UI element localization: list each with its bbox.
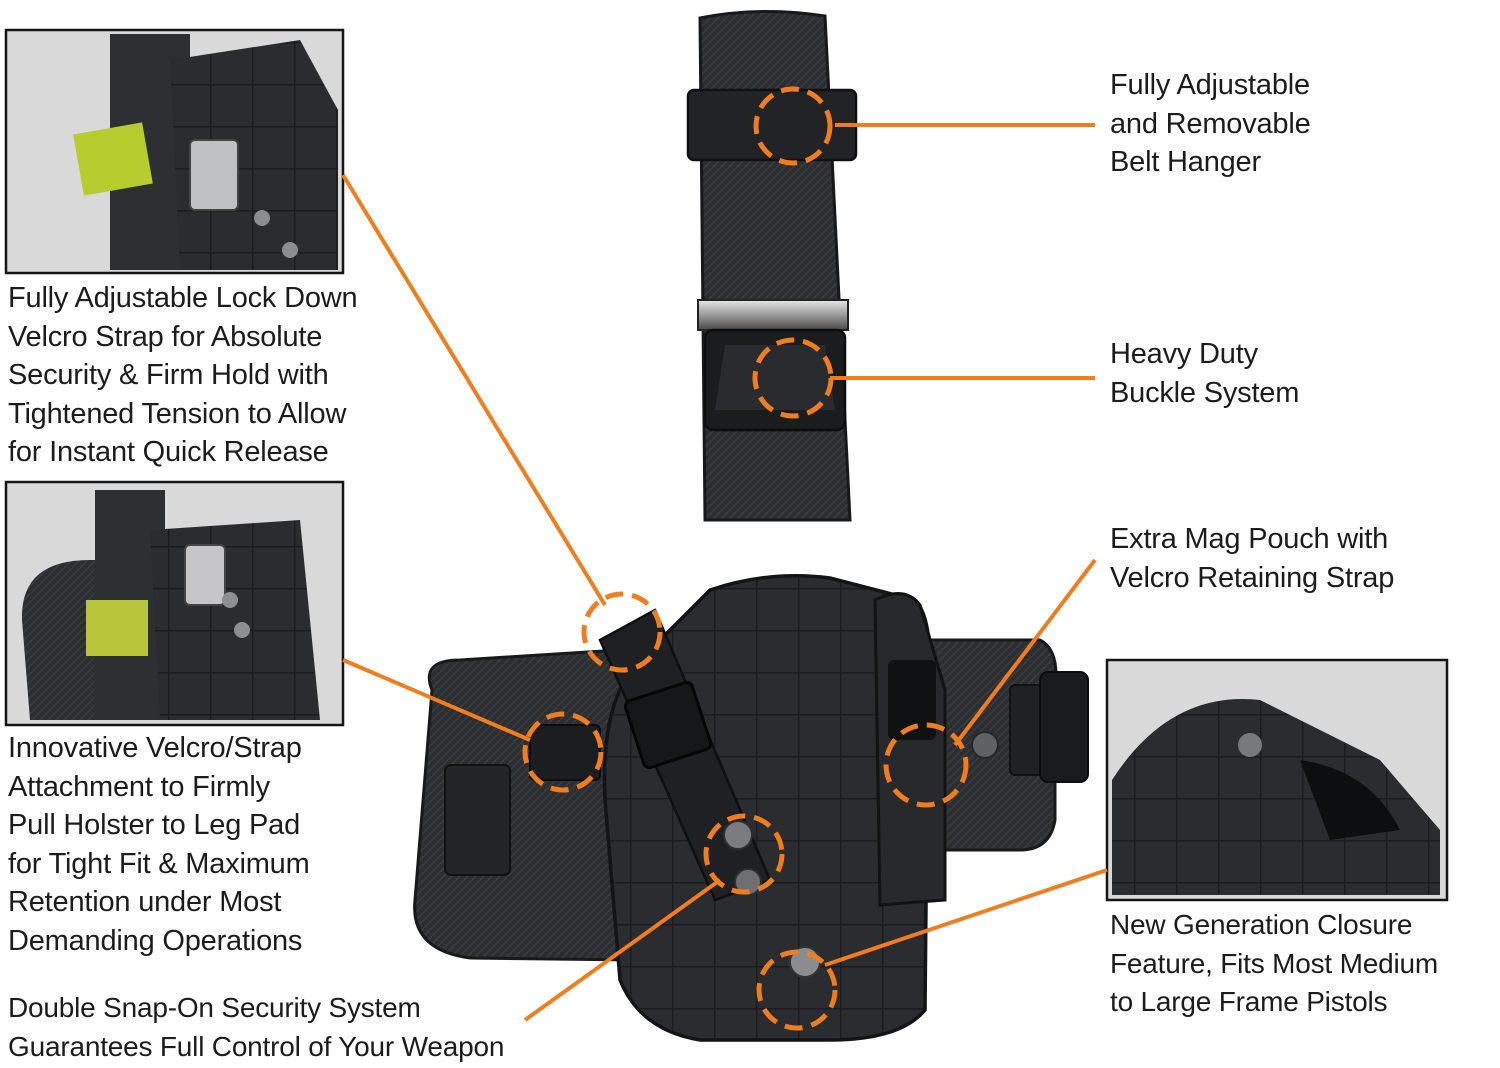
callout-line: New Generation Closure — [1110, 909, 1413, 940]
marker-buckle — [752, 337, 834, 419]
callout-closure: New Generation Closure Feature, Fits Mos… — [1110, 906, 1438, 1022]
callout-line: Buckle System — [1110, 376, 1300, 409]
snap-button-lower — [734, 868, 762, 896]
marker-belt-hanger — [753, 86, 833, 166]
callout-line: and Removable — [1110, 107, 1311, 140]
thumb-break-buckle — [623, 680, 713, 770]
holster-product — [413, 9, 1089, 1042]
inset-2-velcro-yellow — [86, 600, 148, 656]
inset-1-holster — [170, 40, 338, 270]
leader-double-snap — [523, 878, 722, 1022]
callout-buckle: Heavy Duty Buckle System — [1110, 335, 1299, 412]
belt-hanger-strap — [698, 9, 852, 522]
marker-lock-down-strap — [581, 591, 663, 673]
inset-3-snap — [1238, 733, 1262, 757]
marker-mag-pouch — [883, 722, 969, 808]
leader-velcro-attachment — [342, 658, 531, 742]
leg-strap-left — [444, 764, 511, 876]
snap-button-upper — [723, 820, 753, 850]
callout-velcro-attachment: Innovative Velcro/Strap Attachment to Fi… — [8, 729, 310, 960]
inset-1-buckle — [189, 139, 239, 211]
callout-line: Innovative Velcro/Strap — [8, 732, 302, 764]
buckle-prong — [715, 345, 835, 410]
inset-2-holster — [150, 520, 320, 720]
leader-mag-pouch — [953, 558, 1097, 747]
leader-lines — [341, 123, 1108, 1022]
callout-line: to Large Frame Pistols — [1110, 986, 1388, 1017]
callout-double-snap: Double Snap-On Security System Guarantee… — [8, 989, 504, 1066]
inset-3-holster — [1112, 699, 1440, 895]
inset-1-velcro-yellow — [73, 122, 153, 196]
callout-line: Attachment to Firmly — [8, 770, 270, 803]
callout-line: for Tight Fit & Maximum — [8, 847, 310, 880]
callout-line: Belt Hanger — [1110, 146, 1261, 178]
leg-strap-buckle — [1039, 671, 1089, 783]
inset-velcro-attachment-photo — [4, 480, 345, 727]
marker-double-snap — [703, 813, 785, 895]
inset-1-snap-2 — [282, 242, 298, 258]
inset-2-snap-2 — [234, 622, 250, 638]
callout-mag-pouch: Extra Mag Pouch with Velcro Retaining St… — [1110, 520, 1394, 597]
inset-closure-photo — [1105, 658, 1449, 902]
callout-line: Fully Adjustable — [1110, 69, 1310, 101]
inset-3-opening — [1300, 760, 1400, 840]
callout-line: Feature, Fits Most Medium — [1110, 947, 1438, 979]
marker-closure — [756, 949, 838, 1031]
inset-2-snap — [222, 592, 238, 608]
callout-belt-hanger: Fully Adjustable and Removable Belt Hang… — [1110, 66, 1311, 182]
callout-line: for Instant Quick Release — [8, 436, 329, 468]
callout-line: Velcro Strap for Absolute — [8, 320, 323, 353]
highlight-circles — [522, 86, 969, 1031]
buckle-top-plate — [697, 299, 849, 331]
callout-line: Fully Adjustable Lock Down — [8, 282, 358, 314]
callout-line: Guarantees Full Control of Your Weapon — [8, 1030, 505, 1062]
marker-velcro-attachment — [522, 711, 604, 793]
velcro-tab — [529, 724, 601, 781]
callout-line: Retention under Most — [8, 886, 282, 918]
callout-line: Heavy Duty — [1110, 338, 1258, 370]
leader-lock-down-strap — [341, 173, 607, 607]
callout-line: Tightened Tension to Allow — [8, 397, 347, 430]
callout-lock-down-strap: Fully Adjustable Lock Down Velcro Strap … — [8, 279, 358, 472]
callout-line: Pull Holster to Leg Pad — [8, 809, 301, 841]
leader-closure — [824, 868, 1108, 967]
callout-line: Security & Firm Hold with — [8, 359, 329, 391]
pouch-snap — [971, 731, 999, 759]
inset-lock-down-strap-photo — [4, 28, 345, 275]
callout-line: Double Snap-On Security System — [8, 992, 421, 1023]
inset-2-buckle — [184, 544, 226, 606]
callout-line: Demanding Operations — [8, 924, 303, 957]
inset-1-snap — [254, 210, 270, 226]
callout-line: Extra Mag Pouch with — [1110, 523, 1389, 555]
mag-pouch-flap — [888, 660, 936, 740]
callout-line: Velcro Retaining Strap — [1110, 561, 1395, 594]
